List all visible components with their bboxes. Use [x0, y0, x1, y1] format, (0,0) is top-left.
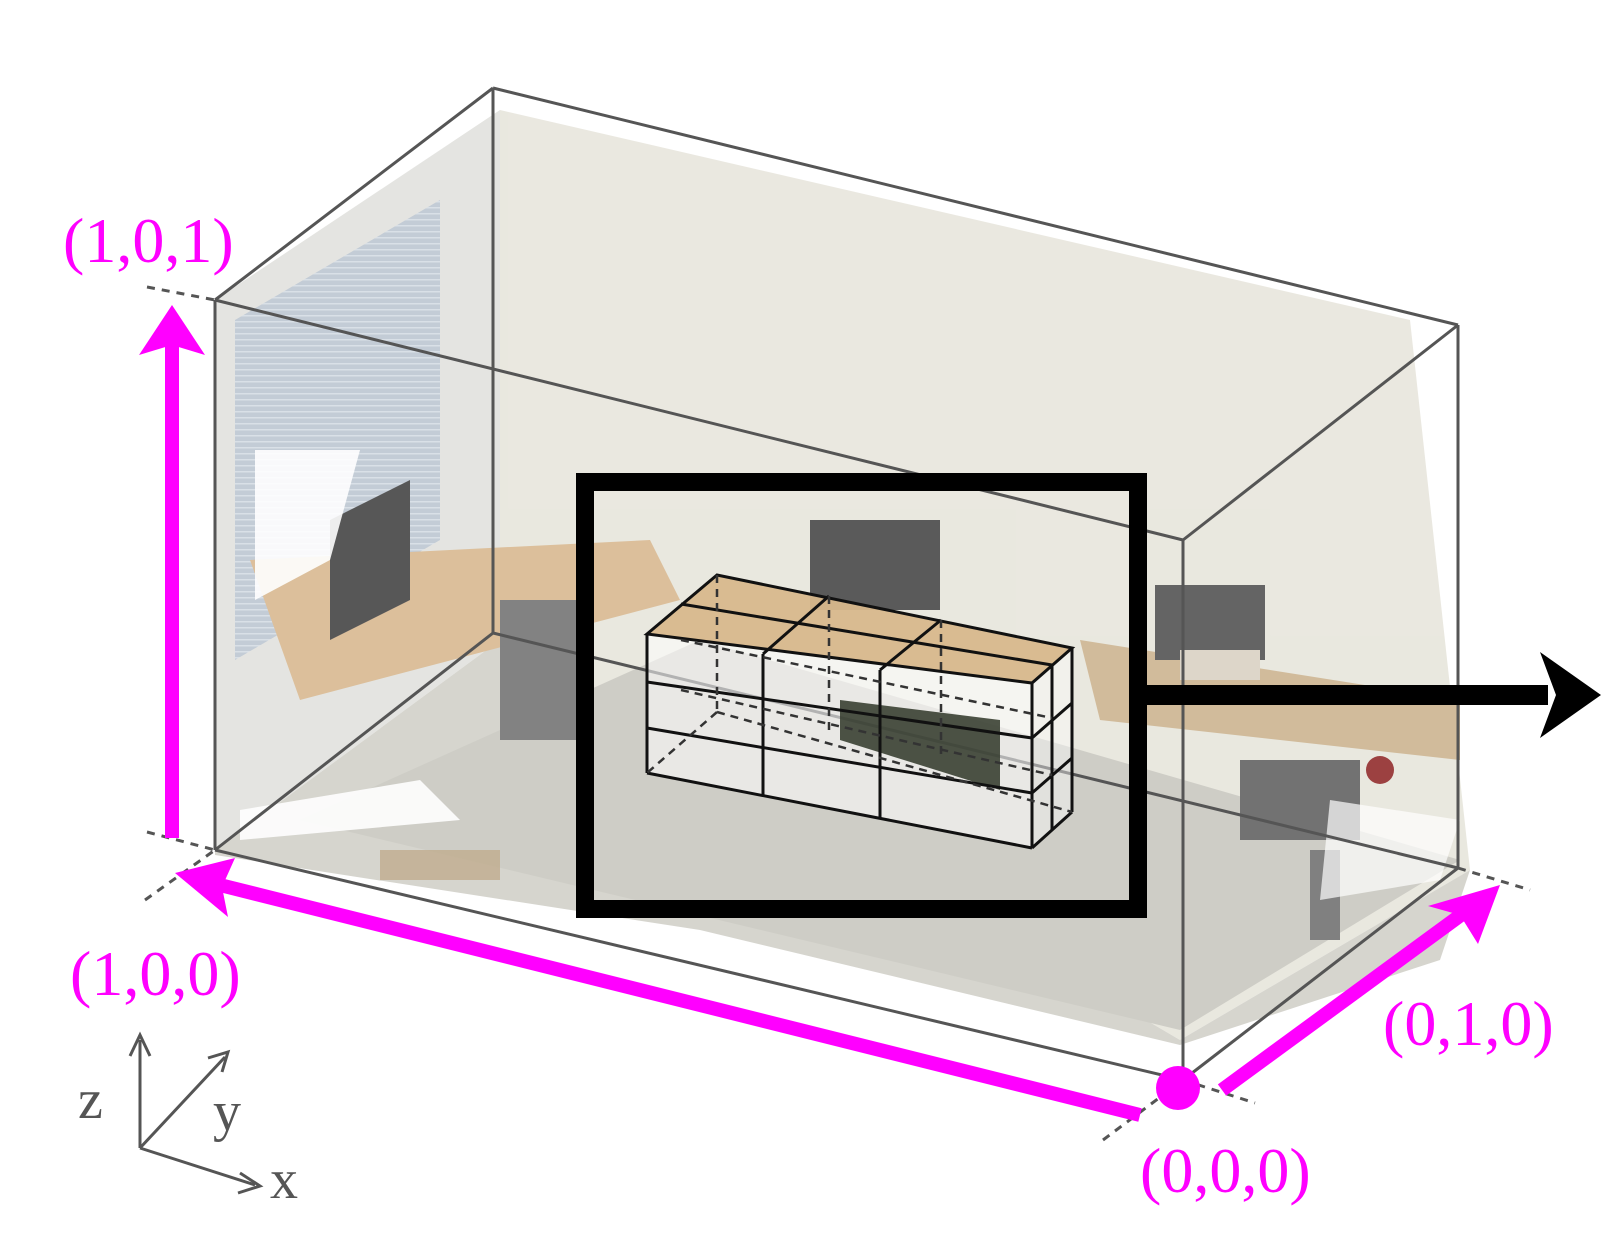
x-axis-line — [218, 878, 1142, 1122]
z-axis-arrowhead — [139, 305, 205, 355]
y-axis-line — [1217, 906, 1470, 1096]
y-axis-arrowhead — [1428, 885, 1500, 944]
origin-point — [1156, 1066, 1200, 1110]
axis-legend — [128, 1031, 264, 1195]
legend-z-letter: z — [78, 1069, 103, 1131]
label-xz-corner: (1,0,1) — [63, 205, 234, 276]
monitor-center — [810, 520, 940, 610]
legend-y-letter: y — [213, 1081, 241, 1143]
label-origin: (0,0,0) — [1140, 1135, 1311, 1206]
output-arrow — [1140, 652, 1601, 738]
normalized-axes — [139, 285, 1531, 1142]
monitor-right — [1155, 585, 1265, 660]
label-y-unit: (0,1,0) — [1383, 988, 1554, 1059]
legend-x-letter: x — [270, 1149, 298, 1211]
object-focus-frame — [576, 473, 1147, 918]
object-voxel-box — [643, 573, 1076, 850]
room-scene-image — [215, 110, 1470, 1045]
x-axis-arrowhead — [175, 858, 235, 917]
label-x-unit: (1,0,0) — [70, 938, 241, 1009]
monitor-left — [330, 480, 410, 640]
